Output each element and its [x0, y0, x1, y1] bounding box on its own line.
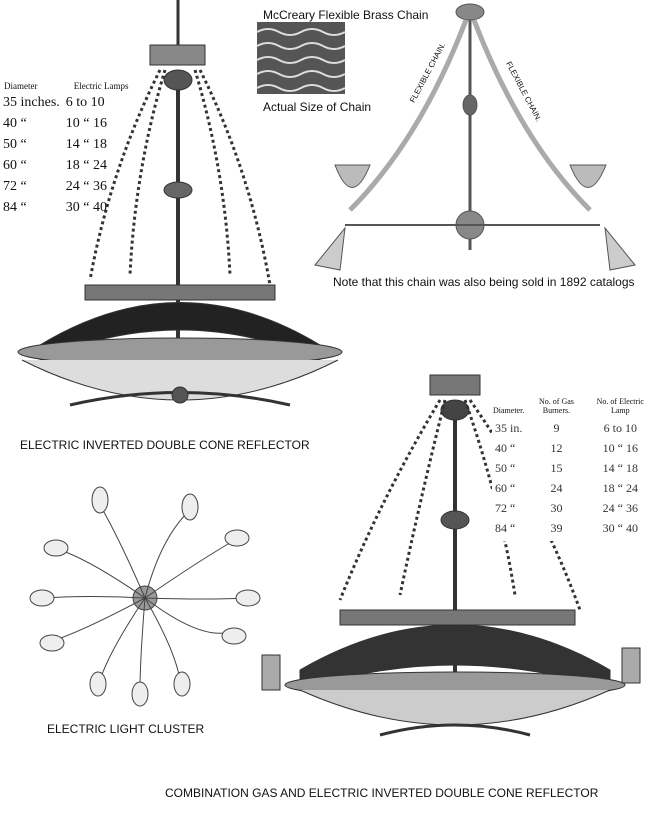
- table-row: 35 inches.6 to 10: [3, 95, 105, 110]
- table-row: 50 “14 “ 18: [3, 137, 107, 152]
- chain-note: Note that this chain was also being sold…: [333, 275, 635, 289]
- table-row: 40 “10 “ 16: [3, 116, 107, 131]
- chain-title: McCreary Flexible Brass Chain: [263, 8, 429, 22]
- combination-size-table: Diameter. No. of Gas Burners. No. of Elect…: [492, 396, 653, 541]
- electric-reflector-caption: ELECTRIC INVERTED DOUBLE CONE REFLECTOR: [20, 438, 310, 452]
- electric-size-table: Diameter Electric Lamps 35 inches.6 to 10…: [3, 80, 130, 221]
- electric-reflector-illustration: [17, 0, 343, 407]
- header-gas-burners: No. of Gas Burners.: [539, 397, 574, 415]
- header-electric-lamp: No. of Electric Lamp: [596, 397, 644, 415]
- table-row: 84 “30 “ 40: [3, 200, 107, 215]
- flexible-chain-fixture: [314, 3, 636, 271]
- table-row: 72 “24 “ 36: [3, 179, 107, 194]
- combination-reflector-illustration: [261, 374, 641, 737]
- header-diameter: Diameter.: [493, 406, 525, 415]
- header-electric-lamps: Electric Lamps: [73, 81, 129, 91]
- header-diameter: Diameter: [4, 81, 38, 91]
- light-cluster-illustration: [29, 486, 261, 707]
- light-cluster-caption: ELECTRIC LIGHT CLUSTER: [47, 722, 205, 736]
- brass-chain-sample: [256, 22, 346, 94]
- table-row: 60 “18 “ 24: [3, 158, 107, 173]
- combination-reflector-caption: COMBINATION GAS AND ELECTRIC INVERTED DO…: [165, 786, 599, 800]
- chain-size-caption: Actual Size of Chain: [263, 100, 372, 114]
